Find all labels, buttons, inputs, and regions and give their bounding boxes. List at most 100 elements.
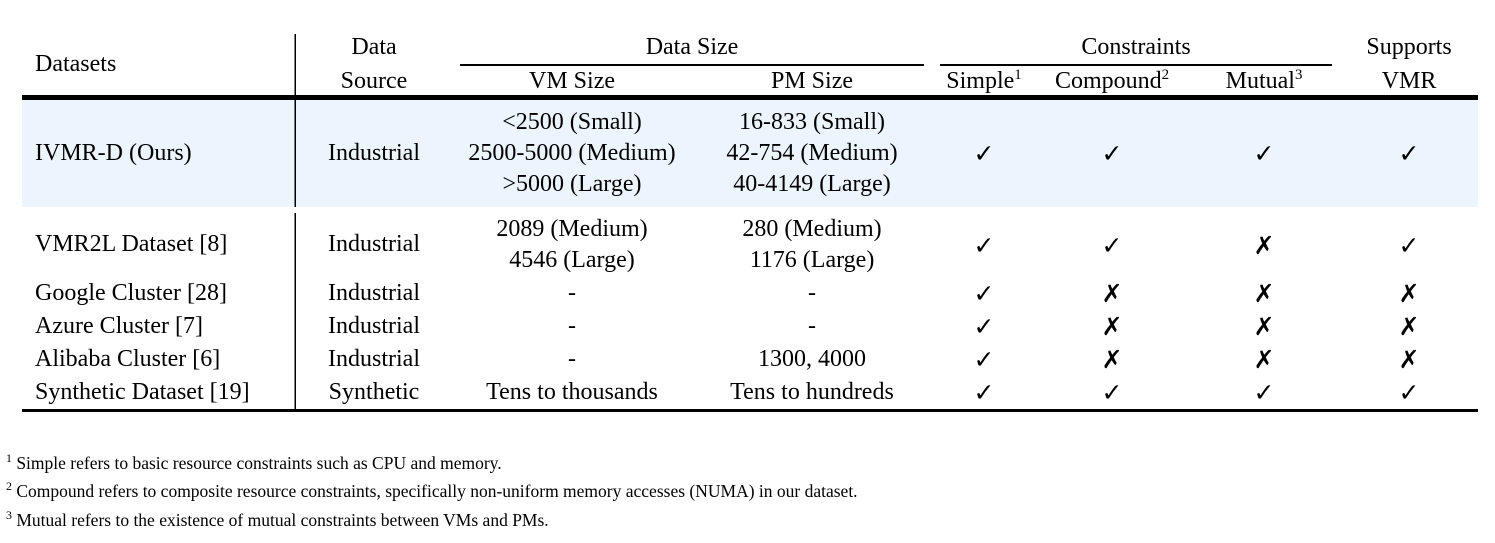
table-top-rule-group <box>22 95 1479 99</box>
cell-vm-size: 2089 (Medium) 4546 (Large) <box>452 213 692 277</box>
table-header: Datasets Data Data Size Constraints Supp… <box>22 34 1478 97</box>
header-row-secondary: Source VM Size PM Size Simple1 Compound2… <box>22 68 1478 97</box>
cell-constraint-compound: ✓ <box>1101 230 1123 260</box>
cell-line: 40-4149 (Large) <box>733 171 891 198</box>
cell-data-source: Industrial <box>328 231 420 258</box>
footnotes: 1 Simple refers to basic resource constr… <box>6 449 1486 534</box>
cell-line: - <box>568 279 576 306</box>
cell-constraint-mutual: ✗ <box>1253 345 1275 374</box>
cell-vm-size: <2500 (Small)2500-5000 (Medium)>5000 (La… <box>452 100 692 207</box>
cell-supports-vmr: ✓ <box>1340 100 1479 207</box>
cell-constraint-simple: ✓ <box>973 279 995 308</box>
table-body: IVMR-D (Ours)Industrial<2500 (Small)2500… <box>22 100 1479 411</box>
cell-data-source: Industrial <box>328 279 420 306</box>
cell-line: <2500 (Small) <box>502 108 642 135</box>
cell-pm-size: - <box>692 310 932 343</box>
subrule-spacer-supports <box>1340 61 1478 68</box>
cell-line: - <box>568 345 576 372</box>
cell-constraint-mutual: ✓ <box>1253 378 1275 407</box>
table-bottom-rule <box>22 409 1479 413</box>
footnote-marker: 1 <box>6 451 12 466</box>
cell-line: 16-833 (Small) <box>739 108 885 135</box>
header-source: Source <box>340 68 408 94</box>
cell-pm-size: - <box>692 277 932 310</box>
footnote-marker: 2 <box>6 479 12 494</box>
header-mutual: Mutual3 <box>1188 68 1340 97</box>
cell-vm-size: - <box>452 310 692 343</box>
header-datasets: Datasets <box>22 34 296 97</box>
cell-dataset-name: Azure Cluster [7] <box>22 310 296 343</box>
footnote: 3 Mutual refers to the existence of mutu… <box>6 506 1486 534</box>
cell-constraint-mutual: ✗ <box>1253 312 1275 341</box>
cell-line: 2500-5000 (Medium) <box>468 139 676 166</box>
cell-dataset-name: Google Cluster [28] <box>22 277 296 310</box>
table-row: Alibaba Cluster [6]Industrial-1300, 4000… <box>22 343 1478 376</box>
footnote: 1 Simple refers to basic resource constr… <box>6 449 1486 477</box>
cell-line: - <box>568 312 576 339</box>
cell-line: 280 (Medium) <box>742 215 882 242</box>
cell-data-source: Industrial <box>328 312 420 339</box>
cell-pm-size: 16-833 (Small)42-754 (Medium)40-4149 (La… <box>692 100 932 207</box>
cell-pm-size: 1300, 4000 <box>692 343 932 376</box>
cell-constraint-mutual: ✗ <box>1253 279 1275 308</box>
cell-line: Tens to thousands <box>486 378 658 405</box>
cell-constraint-compound: ✗ <box>1101 312 1123 341</box>
subrule-data-size-cell <box>452 61 932 68</box>
comparison-table-wrapper: Datasets Data Data Size Constraints Supp… <box>22 34 1479 413</box>
cell-supports-vmr: ✗ <box>1398 312 1420 341</box>
cell-pm-size: 280 (Medium) 1176 (Large) <box>692 213 932 277</box>
footnote-marker: 3 <box>6 507 12 522</box>
table-row: Google Cluster [28]Industrial--✓✗✗✗ <box>22 277 1478 310</box>
cell-dataset-name: Alibaba Cluster [6] <box>22 343 296 376</box>
cell-pm-size: Tens to hundreds <box>692 376 932 411</box>
header-vm-size: VM Size <box>529 68 615 94</box>
header-compound-label: Compound <box>1054 68 1162 94</box>
subrule-constraints <box>940 63 1333 66</box>
cell-constraint-mutual: ✗ <box>1253 230 1275 260</box>
cell-vm-size: - <box>452 277 692 310</box>
table-top-rule-row <box>22 95 1479 99</box>
cell-constraint-compound: ✓ <box>1101 378 1123 407</box>
header-mutual-footnote-marker: 3 <box>1294 67 1303 83</box>
cell-supports-vmr: ✓ <box>1398 230 1420 260</box>
cell-line: 1176 (Large) <box>749 247 875 273</box>
table-row: VMR2L Dataset [8] Industrial 2089 (Medium)… <box>22 213 1478 277</box>
cell-supports-vmr: ✗ <box>1398 279 1420 308</box>
header-subrule-row <box>22 61 1478 68</box>
header-simple-label: Simple <box>946 68 1015 94</box>
footnote-text: Compound refers to composite resource co… <box>16 481 858 502</box>
footnote-text: Simple refers to basic resource constrai… <box>16 453 502 473</box>
cell-line: 2089 (Medium) <box>496 215 648 242</box>
header-data: Data <box>351 34 397 60</box>
header-simple-footnote-marker: 1 <box>1014 67 1022 83</box>
cell-constraint-simple: ✓ <box>973 312 995 341</box>
header-pm-size: PM Size <box>770 68 853 94</box>
cell-dataset-name: VMR2L Dataset [8] <box>22 213 296 277</box>
cell-data-source: Synthetic <box>328 378 420 405</box>
cell-line: Tens to hundreds <box>730 378 894 405</box>
cell-line: 4546 (Large) <box>509 247 635 273</box>
cell-supports-vmr: ✓ <box>1398 378 1420 407</box>
header-group-supports: Supports <box>1366 34 1452 60</box>
header-vmr: VMR <box>1381 68 1437 94</box>
cell-constraint-mutual: ✓ <box>1188 100 1341 207</box>
header-group-constraints: Constraints <box>1081 34 1191 60</box>
cell-vm-size: Tens to thousands <box>452 376 692 411</box>
header-group-data-size: Data Size <box>645 34 739 60</box>
cell-line: - <box>808 279 816 306</box>
cell-constraint-simple: ✓ <box>973 345 995 374</box>
cell-constraint-simple: ✓ <box>973 378 995 407</box>
cell-line: 1300, 4000 <box>758 345 866 372</box>
footnote-text: Mutual refers to the existence of mutual… <box>16 509 549 530</box>
cell-constraint-simple: ✓ <box>973 230 995 260</box>
header-row-primary: Datasets Data Data Size Constraints Supp… <box>22 34 1478 77</box>
header-mutual-label: Mutual <box>1225 68 1295 94</box>
cell-constraint-compound: ✓ <box>1036 100 1188 207</box>
header-simple: Simple1 <box>932 68 1036 97</box>
table-top-rule <box>22 95 1479 99</box>
subrule-spacer-source <box>296 61 452 68</box>
cell-constraint-compound: ✗ <box>1101 345 1123 374</box>
table-row: IVMR-D (Ours)Industrial<2500 (Small)2500… <box>22 100 1479 207</box>
table-bottom-rule-row <box>22 409 1479 413</box>
